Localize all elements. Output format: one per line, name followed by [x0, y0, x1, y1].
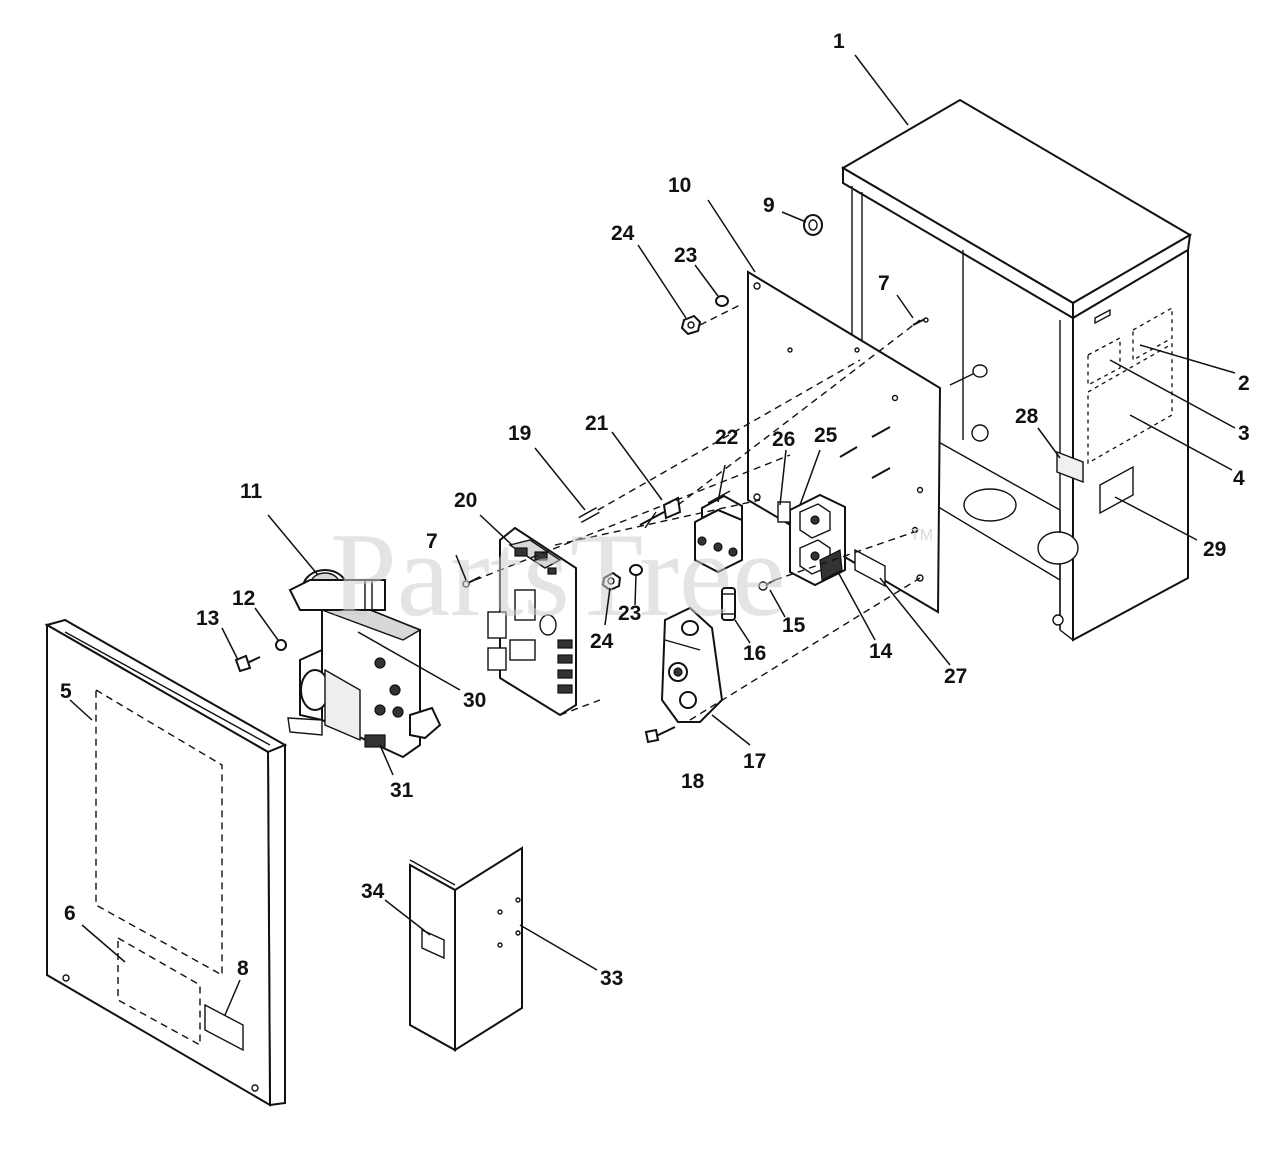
callout-7-upper: 7 — [878, 272, 890, 295]
standoff-part[interactable] — [578, 506, 600, 524]
callout-33: 33 — [600, 967, 623, 990]
callout-28: 28 — [1015, 405, 1039, 428]
callout-8: 8 — [237, 957, 249, 980]
callout-1: 1 — [833, 30, 845, 53]
callout-23-lower: 23 — [618, 602, 641, 625]
nut-part-upper[interactable] — [680, 314, 702, 336]
callout-labels: 1 2 3 4 5 6 7 7 8 9 10 11 12 13 14 15 16… — [60, 30, 1250, 990]
callout-2: 2 — [1238, 372, 1250, 395]
screw-part-13[interactable] — [234, 654, 261, 673]
callout-15: 15 — [782, 614, 806, 637]
callout-10: 10 — [668, 174, 691, 197]
callout-26: 26 — [772, 428, 795, 451]
callout-25: 25 — [814, 424, 838, 447]
callout-3: 3 — [1238, 422, 1250, 445]
callout-16: 16 — [743, 642, 766, 665]
circuit-board-part[interactable] — [487, 526, 577, 717]
door-part[interactable] — [44, 618, 288, 1107]
nut-part-lower[interactable] — [601, 571, 622, 592]
screw-part-21[interactable] — [639, 496, 682, 529]
callout-17: 17 — [743, 750, 766, 773]
callout-14: 14 — [869, 640, 893, 663]
callout-22: 22 — [715, 426, 738, 449]
screw-part-7-lower[interactable] — [462, 576, 481, 588]
callout-23-upper: 23 — [674, 244, 697, 267]
callout-27: 27 — [944, 665, 967, 688]
assembly-lines — [474, 304, 921, 721]
callout-4: 4 — [1233, 467, 1245, 490]
lockwasher-part-upper[interactable] — [715, 295, 729, 307]
callout-19: 19 — [508, 422, 531, 445]
callout-7-lower: 7 — [426, 530, 438, 553]
transfer-switch-part[interactable] — [287, 569, 442, 759]
callout-24-lower: 24 — [590, 630, 614, 653]
partstree-watermark: PartsTree TM — [330, 508, 933, 641]
grommet-part[interactable] — [803, 214, 823, 236]
callout-34: 34 — [361, 880, 385, 903]
breaker-part[interactable] — [777, 493, 846, 587]
fuse-holder-part[interactable] — [660, 606, 724, 723]
watermark-trademark: TM — [910, 527, 933, 544]
watermark-text: PartsTree — [330, 508, 786, 641]
callout-13: 13 — [196, 607, 219, 630]
leader-lines — [69, 54, 1236, 1016]
callout-18: 18 — [681, 770, 705, 793]
washer-part-12[interactable] — [275, 639, 287, 651]
cover-part[interactable] — [409, 846, 523, 1052]
callout-6: 6 — [64, 902, 76, 925]
callout-12: 12 — [232, 587, 255, 610]
callout-11: 11 — [240, 480, 263, 503]
screw-part-18[interactable] — [644, 726, 676, 744]
callout-24-upper: 24 — [611, 222, 635, 245]
callout-29: 29 — [1203, 538, 1226, 561]
callout-20: 20 — [454, 489, 477, 512]
callout-30: 30 — [463, 689, 486, 712]
fuse-part[interactable] — [721, 587, 736, 621]
callout-9: 9 — [763, 194, 775, 217]
screw-part-upper[interactable] — [912, 317, 929, 326]
callout-31: 31 — [390, 779, 414, 802]
callout-21: 21 — [585, 412, 609, 435]
screw-part-15[interactable] — [758, 579, 776, 591]
callout-5: 5 — [60, 680, 72, 703]
